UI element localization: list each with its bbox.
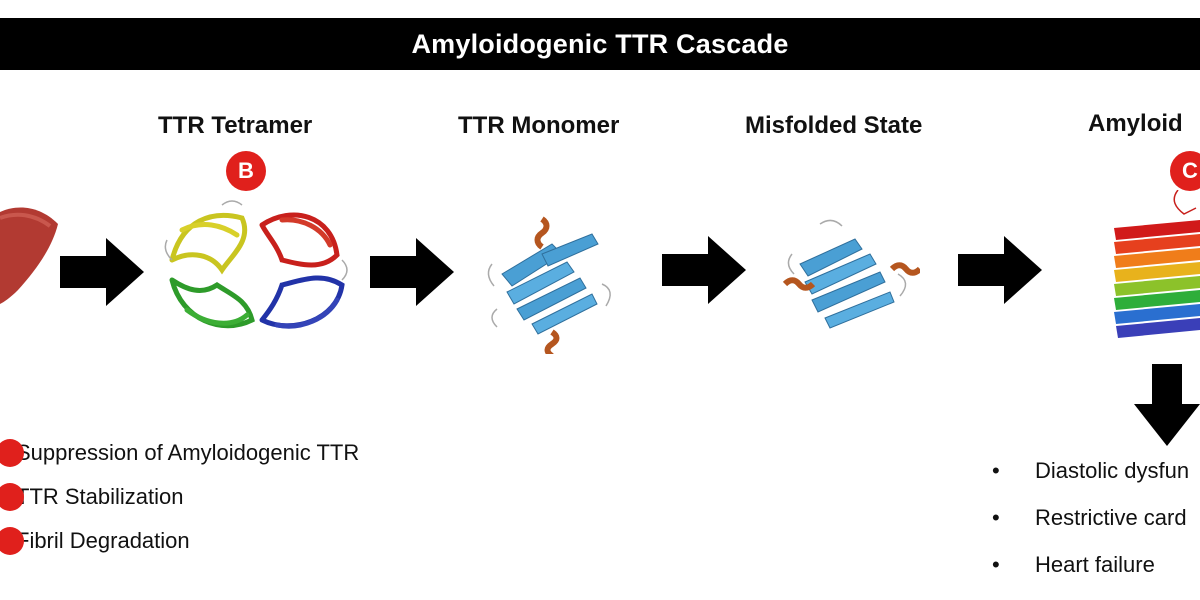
- legend-item: Fibril Degradation: [0, 527, 190, 555]
- arrow-right-icon: [60, 238, 144, 306]
- arrow-right-icon: [370, 238, 454, 306]
- badge-b: B: [226, 151, 266, 191]
- ttr-monomer-structure: [487, 216, 611, 354]
- amyloid-fibril-structure: [1114, 190, 1200, 338]
- stage-label-misfolded: Misfolded State: [745, 112, 923, 139]
- legend-red-dot: [0, 439, 24, 467]
- ttr-tetramer-structure: [164, 200, 348, 329]
- badge-c: C: [1170, 151, 1200, 191]
- arrow-right-icon: [662, 236, 746, 304]
- stage-label-amyloid: Amyloid: [1088, 110, 1183, 137]
- legend-text: TTR Stabilization: [16, 484, 184, 509]
- legend-text: Suppression of Amyloidogenic TTR: [16, 440, 360, 465]
- legend-item: TTR Stabilization: [0, 483, 184, 511]
- legend-red-dot: [0, 527, 24, 555]
- arrow-down-icon: [1134, 364, 1200, 446]
- arrow-right-icon: [958, 236, 1042, 304]
- outcome-text: Restrictive card: [1035, 505, 1187, 530]
- legend-item: Suppression of Amyloidogenic TTR: [0, 439, 360, 467]
- outcome-text: Diastolic dysfun: [1035, 458, 1190, 483]
- misfolded-state-structure: [782, 219, 920, 329]
- legend-red-dot: [0, 483, 24, 511]
- outcome-text: Heart failure: [1035, 552, 1155, 577]
- bullet: •: [992, 552, 1000, 577]
- stage-label-monomer: TTR Monomer: [458, 112, 620, 139]
- legend-text: Fibril Degradation: [16, 528, 190, 553]
- bullet: •: [992, 505, 1000, 530]
- bullet: •: [992, 458, 1000, 483]
- liver-illustration: [0, 207, 58, 304]
- diagram-title: Amyloidogenic TTR Cascade: [0, 18, 1200, 70]
- stage-label-tetramer: TTR Tetramer: [158, 112, 313, 139]
